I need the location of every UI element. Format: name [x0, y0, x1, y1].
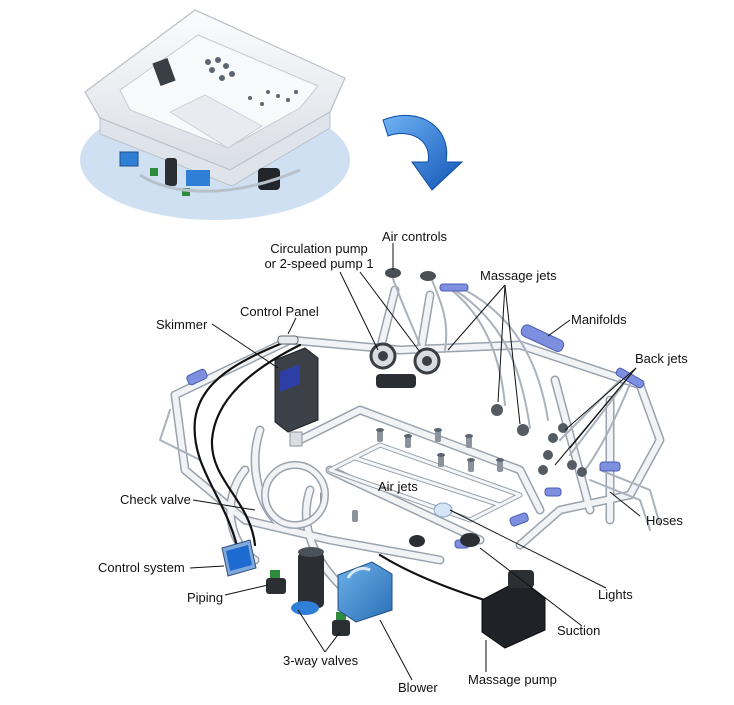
tub-shell-side — [99, 111, 331, 187]
tub-jets-mini — [205, 57, 298, 106]
tub-pipe-mini — [139, 168, 301, 193]
control-wire — [210, 343, 302, 547]
label-air-jets: Air jets — [378, 479, 418, 494]
tub-basin — [119, 34, 319, 149]
lights-unit — [409, 502, 453, 547]
massage-pump — [460, 533, 546, 649]
tub-control-system-mini — [119, 151, 139, 167]
control-panel-unit — [277, 335, 299, 345]
air-manifold — [439, 283, 469, 292]
tub-pump-mini — [258, 168, 280, 190]
three-way-valves — [266, 570, 350, 636]
filter-canister — [291, 547, 324, 615]
leader-lines — [189, 243, 641, 681]
label-piping: Piping — [187, 590, 224, 605]
label-lights: Lights — [598, 587, 633, 602]
label-skimmer: Skimmer — [156, 317, 208, 332]
label-blower: Blower — [398, 680, 438, 695]
air-line-group — [159, 269, 661, 531]
side-jets — [491, 404, 587, 477]
label-suction: Suction — [557, 623, 601, 638]
tub-seat — [169, 94, 263, 149]
circulation-pump-jets — [369, 342, 441, 388]
tub-skimmer-mini — [152, 57, 176, 87]
label-air-controls: Air controls — [382, 229, 448, 244]
back-jets-manifold — [615, 367, 645, 389]
pipe-fill-group — [172, 287, 663, 588]
label-circulation-pump: Circulation pump or 2-speed pump 1 — [244, 241, 394, 271]
check-valve-loop-fill — [262, 462, 328, 528]
control-wire — [193, 338, 292, 562]
control-system-box — [221, 539, 257, 577]
tub-valve-mini — [182, 188, 190, 196]
tub-valve-mini — [150, 168, 158, 176]
manifold-right — [520, 324, 565, 353]
label-massage-pump: Massage pump — [468, 672, 557, 687]
label-back-jets: Back jets — [635, 351, 688, 366]
curved-down-arrow-icon — [382, 114, 464, 191]
label-manifolds: Manifolds — [571, 312, 627, 327]
label-circulation-pump-line2: or 2-speed pump 1 — [264, 256, 374, 271]
tub-thumbnail — [80, 9, 350, 220]
label-control-system: Control system — [98, 560, 185, 575]
label-check-valve: Check valve — [120, 492, 191, 507]
skimmer — [274, 347, 319, 447]
air-control-knobs — [385, 268, 436, 281]
blower-unit — [337, 561, 393, 623]
label-3-way-valves: 3-way valves — [283, 653, 359, 668]
label-hoses: Hoses — [646, 513, 683, 528]
label-circulation-pump-line1: Circulation pump — [270, 241, 368, 256]
tub-blower-mini — [186, 170, 210, 186]
tub-filter-mini — [165, 158, 177, 186]
air-jet-loop-fill — [328, 443, 522, 522]
label-massage-jets: Massage jets — [480, 268, 557, 283]
label-control-panel: Control Panel — [240, 304, 319, 319]
